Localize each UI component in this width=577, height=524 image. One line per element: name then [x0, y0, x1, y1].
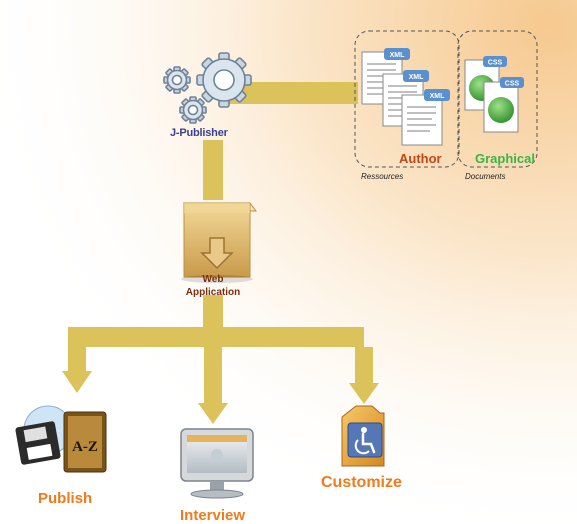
engine-label: J-Publisher	[170, 127, 228, 139]
package-box-icon	[181, 202, 257, 283]
customize-label: Customize	[321, 474, 402, 491]
interview-label: Interview	[180, 507, 246, 524]
css-documents-icon: CSS CSS	[464, 56, 524, 133]
documents-caption: Documents	[465, 172, 506, 181]
package-label: Web Application	[170, 273, 256, 299]
monitor-icon	[180, 428, 254, 499]
xml-tag-2: XML	[409, 74, 425, 81]
floppy-book-icon: A-Z	[15, 405, 107, 473]
xml-tag-1: XML	[390, 52, 406, 59]
folder-accessibility-icon	[341, 405, 385, 467]
css-tag-2: CSS	[505, 81, 520, 88]
package-label-line1: Web	[202, 274, 224, 285]
graphical-documents-box	[457, 30, 538, 168]
css-tag-1: CSS	[488, 60, 503, 67]
book-tag: A-Z	[72, 439, 98, 455]
package-label-line2: Application	[185, 287, 241, 298]
gear-icon	[163, 52, 252, 124]
author-resources-box	[354, 30, 460, 168]
xml-tag-3: XML	[430, 93, 446, 100]
author-label: Author	[399, 151, 442, 166]
xml-documents-icon: XML XML XML	[361, 48, 450, 146]
ressources-caption: Ressources	[361, 172, 404, 181]
graphical-label: Graphical	[475, 151, 535, 166]
publish-label: Publish	[38, 490, 93, 507]
flow-connectors	[62, 82, 379, 424]
